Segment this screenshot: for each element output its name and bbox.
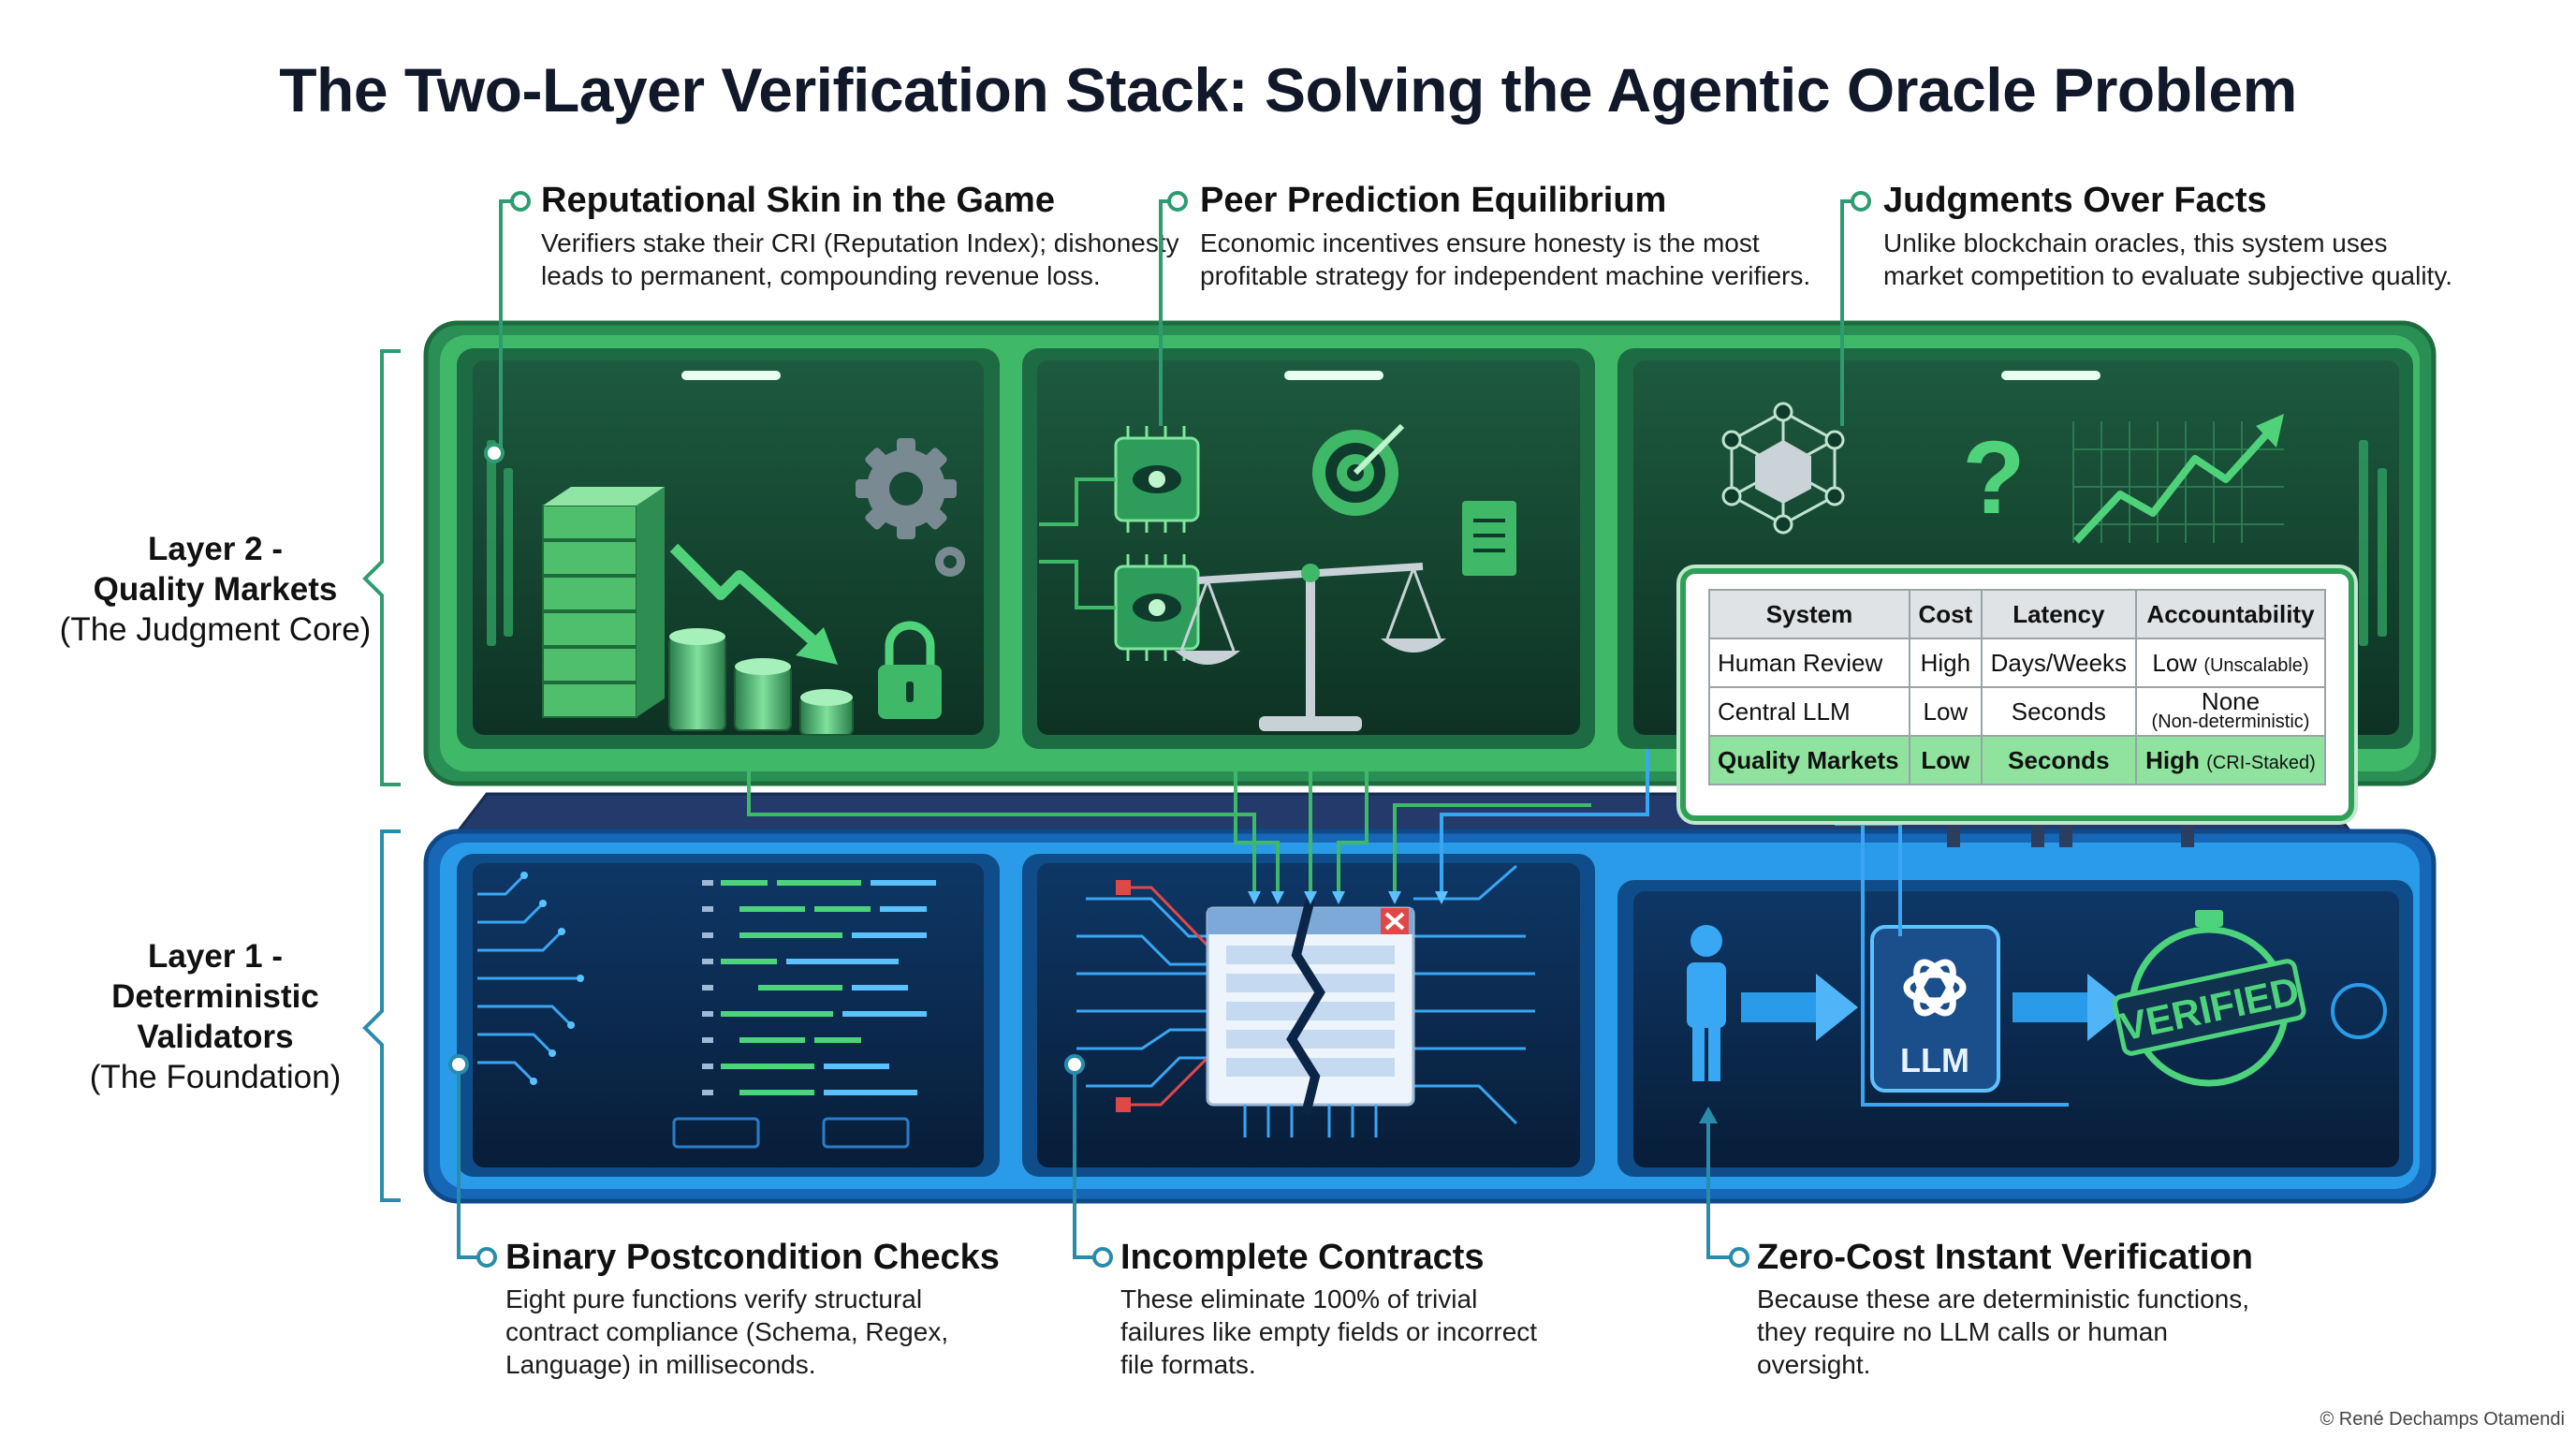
table-header-cell: Accountability [2135,589,2326,639]
callout-line: file formats. [1120,1350,1256,1379]
table-cell: Low (Unscalable) [2135,638,2326,688]
layer1-name: Layer 1 - [148,938,283,975]
copyright-notice: © René Dechamps Otamendi [2320,1409,2565,1430]
table-cell: Low [1909,735,1983,785]
layer2-name: Layer 2 - [148,531,283,567]
callout-pointers [448,191,1871,1268]
decline-arrow-icon [669,543,823,651]
coins-icon [668,628,854,736]
table-cell: Seconds [1980,686,2138,737]
table-row: Human Review High Days/Weeks Low (Unscal… [1707,638,2326,688]
callout-text-judgments: Unlike blockchain oracles, this system u… [1883,227,2452,292]
scale-icon [1175,563,1446,731]
data-wires [747,749,2069,1107]
table-header-row: System Cost Latency Accountability [1707,589,2326,639]
callout-line: failures like empty fields or incorrect [1120,1317,1538,1346]
layer2-name2: Quality Markets [93,571,338,608]
acc-value: Low [2152,648,2198,677]
callout-text-zero-cost: Because these are deterministic function… [1757,1283,2249,1381]
table-cell: Human Review [1707,638,1911,688]
network-cube-icon [1721,402,1845,535]
llm-chip-icon: LLM [1870,925,2000,1093]
table-cell: Seconds [1980,735,2138,785]
wire-arrowheads [1248,891,1448,904]
callout-line: Verifiers stake their CRI (Reputation In… [541,228,1179,257]
table-cell: High [1909,638,1983,688]
table-header-cell: Cost [1909,589,1983,639]
gear-icon [856,438,965,577]
callout-line: leads to permanent, compounding revenue … [541,261,1101,290]
table-header-cell: System [1707,589,1911,639]
callout-line: market competition to evaluate subjectiv… [1883,261,2453,290]
page-title: The Two-Layer Verification Stack: Solvin… [279,55,2297,125]
callout-title-zero-cost: Zero-Cost Instant Verification [1757,1238,2253,1277]
table-cell: Low [1909,686,1983,737]
callout-line: profitable strategy for independent mach… [1200,261,1811,290]
table-cell: Quality Markets [1707,735,1911,785]
callout-title-incomplete-contracts: Incomplete Contracts [1120,1238,1485,1277]
lock-icon [878,621,942,719]
acc-note: (Non-deterministic) [2151,712,2310,732]
acc-note: (CRI-Staked) [2206,752,2316,773]
layer2-bracket [362,349,401,786]
callout-line: These eliminate 100% of trivial [1120,1284,1478,1313]
cri-stack-icon [542,487,665,718]
rising-chart-icon [2072,414,2284,544]
callout-title-binary-checks: Binary Postcondition Checks [505,1238,1000,1277]
human-icon [1687,925,1726,1081]
table-cell: None(Non-deterministic) [2135,686,2326,737]
callout-line: they require no LLM calls or human [1757,1317,2168,1346]
acc-value: None [2201,687,2261,715]
broken-contract-icon [1076,864,1535,1137]
table-cell: Days/Weeks [1980,638,2138,688]
arrow-right-icon [2012,974,2130,1041]
callout-text-binary-checks: Eight pure functions verify structural c… [505,1283,948,1381]
layer1-subtitle: (The Foundation) [89,1059,342,1095]
callout-text-peer-prediction: Economic incentives ensure honesty is th… [1200,227,1810,292]
layer1-name3: Validators [137,1019,294,1055]
layer2-subtitle: (The Judgment Core) [59,611,372,648]
callout-text-incomplete-contracts: These eliminate 100% of trivial failures… [1120,1283,1537,1381]
acc-value: High [2145,745,2200,774]
callout-title-peer-prediction: Peer Prediction Equilibrium [1200,181,1667,220]
table-header-cell: Latency [1980,589,2138,639]
question-icon: ? [1962,420,2025,536]
llm-label: LLM [1900,1041,1969,1079]
callout-line: Unlike blockchain oracles, this system u… [1883,228,2388,257]
callout-line: oversight. [1757,1350,1871,1379]
comparison-table-grid: System Cost Latency Accountability Human… [1707,589,2326,785]
target-icon [1312,423,1405,516]
comparison-table: System Cost Latency Accountability Human… [1680,568,2354,821]
callout-line: Eight pure functions verify structural [505,1284,923,1313]
table-cell: Central LLM [1707,686,1911,737]
table-row-highlighted: Quality Markets Low Seconds High (CRI-St… [1707,735,2326,785]
acc-note: (Unscalable) [2203,654,2309,676]
callout-line: Economic incentives ensure honesty is th… [1200,228,1760,257]
callout-line: Language) in milliseconds. [505,1350,816,1379]
code-listing-icon [477,872,936,1149]
arrow-right-icon [1741,974,1858,1041]
document-icon [1462,501,1516,576]
layer1-bracket [362,829,401,1202]
table-row: Central LLM Low Seconds None(Non-determi… [1707,686,2326,737]
callout-line: contract compliance (Schema, Regex, [505,1317,949,1346]
layer2-label: Layer 2 - Quality Markets (The Judgment … [56,529,374,650]
table-cell: High (CRI-Staked) [2135,735,2326,785]
callout-line: Because these are deterministic function… [1757,1284,2250,1313]
callout-title-judgments: Judgments Over Facts [1883,181,2267,220]
layer1-name2: Deterministic [111,978,319,1015]
callout-text-reputational: Verifiers stake their CRI (Reputation In… [541,227,1179,292]
layer1-label: Layer 1 - Deterministic Validators (The … [56,936,374,1097]
callout-title-reputational: Reputational Skin in the Game [541,181,1055,220]
verifier-chip-icon [1039,426,1200,661]
